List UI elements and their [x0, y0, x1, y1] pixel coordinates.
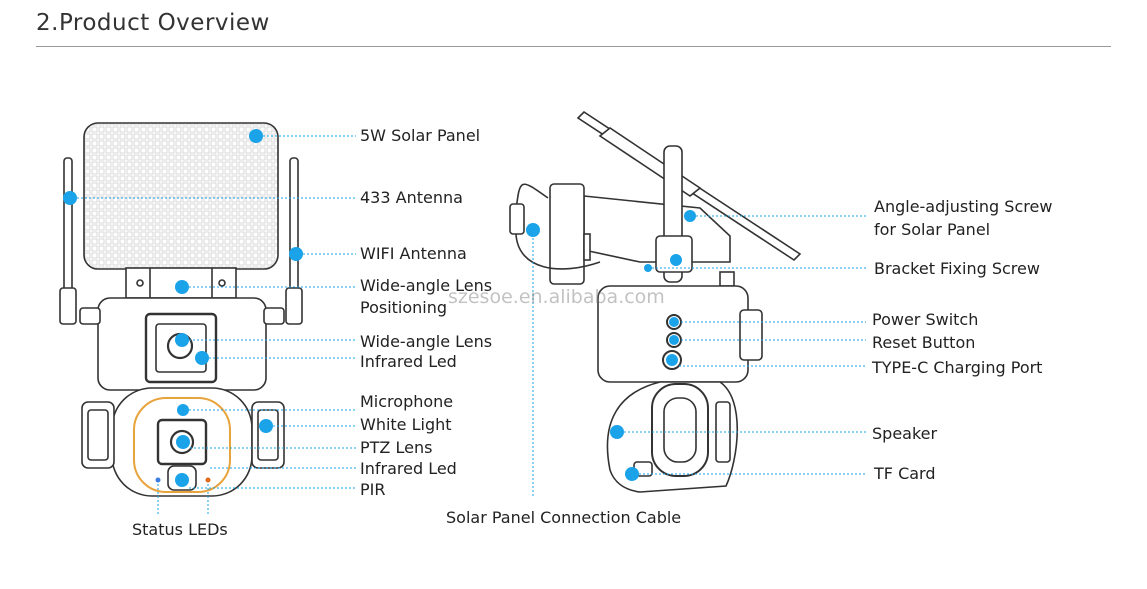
label-bracket-screw: Bracket Fixing Screw [874, 259, 1040, 278]
label-433-antenna: 433 Antenna [360, 188, 463, 207]
page-title: 2.Product Overview [36, 10, 270, 36]
label-cable: Solar Panel Connection Cable [446, 508, 682, 527]
label-white-light: White Light [360, 415, 452, 434]
front-view-camera [59, 122, 303, 497]
label-solar-panel: 5W Solar Panel [360, 126, 481, 145]
label-angle-screw-line2: for Solar Panel [874, 220, 991, 239]
label-speaker: Speaker [872, 424, 938, 443]
title-divider [36, 46, 1111, 47]
label-infrared-led: Infrared Led [360, 459, 457, 478]
solar-panel-marker [249, 129, 263, 143]
solar-panel [83, 122, 279, 270]
label-status-leds: Status LEDs [132, 520, 228, 539]
label-reset-button: Reset Button [872, 333, 976, 352]
left-callouts [63, 129, 356, 516]
label-pir: PIR [360, 480, 386, 499]
label-wide-lens-ir-line2: Infrared Led [360, 352, 457, 371]
label-tf-card: TF Card [874, 464, 936, 483]
label-typec-port: TYPE-C Charging Port [872, 358, 1043, 377]
label-wifi-antenna: WIFI Antenna [360, 244, 467, 263]
label-wide-lens-positioning-line1: Wide-angle Lens [360, 276, 493, 295]
label-power-switch: Power Switch [872, 310, 979, 329]
label-wide-lens-positioning-line2: Positioning [360, 298, 448, 317]
watermark: szesoe.en.alibaba.com [448, 286, 665, 308]
right-callouts [526, 210, 866, 496]
label-wide-lens-ir-line1: Wide-angle Lens [360, 332, 493, 351]
label-angle-screw-line1: Angle-adjusting Screw [874, 197, 1053, 216]
label-ptz-lens: PTZ Lens [360, 438, 433, 457]
label-microphone: Microphone [360, 392, 454, 411]
side-view-camera [509, 110, 802, 493]
